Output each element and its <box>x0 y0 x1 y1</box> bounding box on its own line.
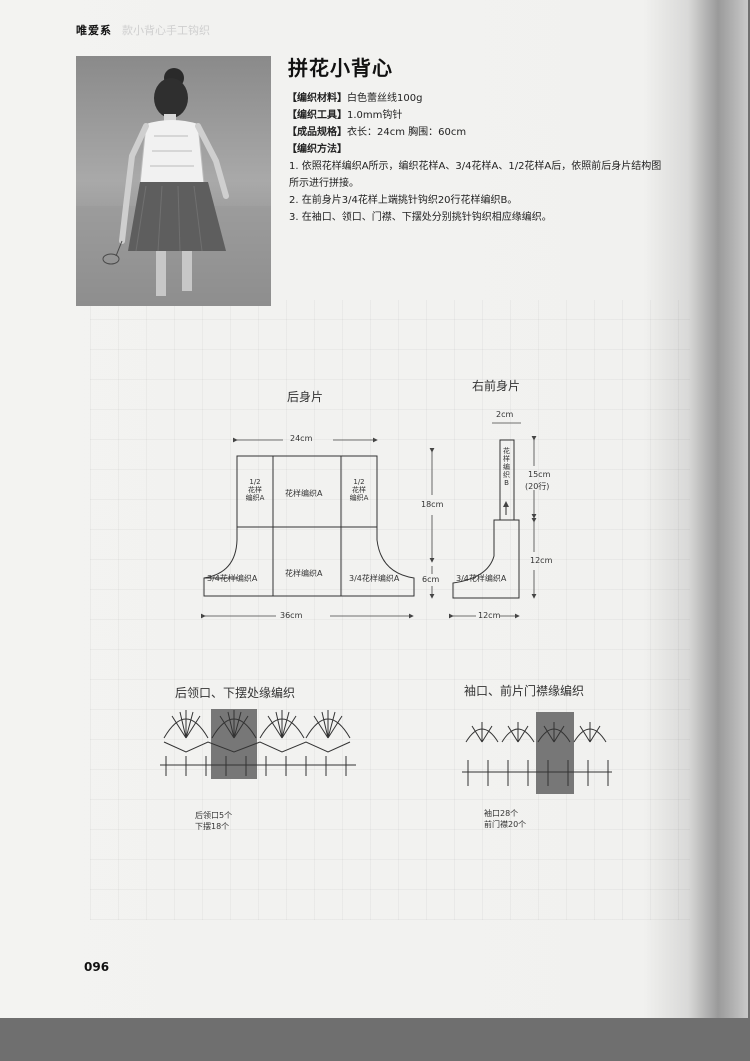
front-strap-label: 花样编织B <box>503 447 510 487</box>
front-dimension-lines <box>449 422 537 619</box>
tool-value: 1.0mm钩针 <box>347 110 403 121</box>
step-2: 2. 在前身片3/4花样上端挑针钩织20行花样编织B。 <box>289 195 518 206</box>
front-piece-outline <box>452 439 520 599</box>
show-through-grid <box>90 300 690 920</box>
back-piece-title: 后身片 <box>287 390 324 404</box>
tool-row: 【编织工具】1.0mm钩针 <box>287 107 707 124</box>
front-piece-title: 右前身片 <box>472 379 521 393</box>
back-cell-center-top: 花样编织A <box>285 489 323 498</box>
photo-girl-vest <box>76 56 271 306</box>
size-value: 衣长：24cm 胸围：60cm <box>347 127 467 138</box>
front-edging-title: 袖口、前片门襟缘编织 <box>464 684 585 698</box>
size-row: 【成品规格】衣长：24cm 胸围：60cm <box>287 124 707 141</box>
step-3: 3. 在袖口、领口、门襟、下摆处分别挑针钩织相应缘编织。 <box>289 212 552 223</box>
page-number: 096 <box>84 960 110 974</box>
back-width-bottom: 36cm <box>280 611 303 620</box>
front-edging-note-placket: 前门襟20个 <box>484 820 527 829</box>
back-cell-half-right: 1/2 花样 编织A <box>349 478 369 502</box>
method-key: 【编织方法】 <box>287 144 347 155</box>
front-width-bottom: 12cm <box>478 611 501 620</box>
front-edging-note-armhole: 袖口28个 <box>484 809 519 818</box>
front-strap-height: 15cm <box>528 470 551 479</box>
back-edging-note-hem: 下摆18个 <box>195 822 230 831</box>
front-cell-34: 3/4花样编织A <box>456 574 507 583</box>
step-1-cont: 所示进行拼接。 <box>289 178 359 189</box>
page-title: 拼花小背心 <box>288 56 393 80</box>
front-strap-width: 2cm <box>496 410 514 419</box>
back-height-lower: 6cm <box>422 575 440 584</box>
front-strap-rows: (20行) <box>525 482 550 491</box>
back-width-top: 24cm <box>290 434 313 443</box>
back-edging-chart <box>160 709 356 779</box>
back-cell-half-left: 1/2 花样 编织A <box>245 478 265 502</box>
method-row: 【编织方法】 <box>287 141 707 158</box>
front-edging-chart <box>462 712 612 794</box>
back-cell-center-bottom: 花样编织A <box>285 569 323 578</box>
material-key: 【编织材料】 <box>287 93 347 104</box>
step-1: 1. 依照花样编织A所示，编织花样A、3/4花样A、1/2花样A后，依照前后身片… <box>289 161 662 172</box>
size-key: 【成品规格】 <box>287 127 347 138</box>
back-edging-title: 后领口、下摆处缘编织 <box>175 686 296 700</box>
header-tag: 唯爱系 <box>76 24 112 37</box>
instructions: 【编织材料】白色蕾丝线100g 【编织工具】1.0mm钩针 【成品规格】衣长：2… <box>287 90 707 226</box>
back-cell-34-left: 3/4花样编织A <box>207 574 258 583</box>
back-piece-outline <box>203 455 415 597</box>
page <box>0 0 748 1018</box>
back-height-total: 18cm <box>421 500 444 509</box>
material-value: 白色蕾丝线100g <box>347 93 423 104</box>
back-edging-note-neck: 后领口5个 <box>195 811 233 820</box>
back-dimension-lines <box>201 437 435 619</box>
front-body-height: 12cm <box>530 556 553 565</box>
header-ghost-text: 款小背心手工钩织 <box>122 24 210 37</box>
material-row: 【编织材料】白色蕾丝线100g <box>287 90 707 107</box>
tool-key: 【编织工具】 <box>287 110 347 121</box>
back-cell-34-right: 3/4花样编织A <box>349 574 400 583</box>
